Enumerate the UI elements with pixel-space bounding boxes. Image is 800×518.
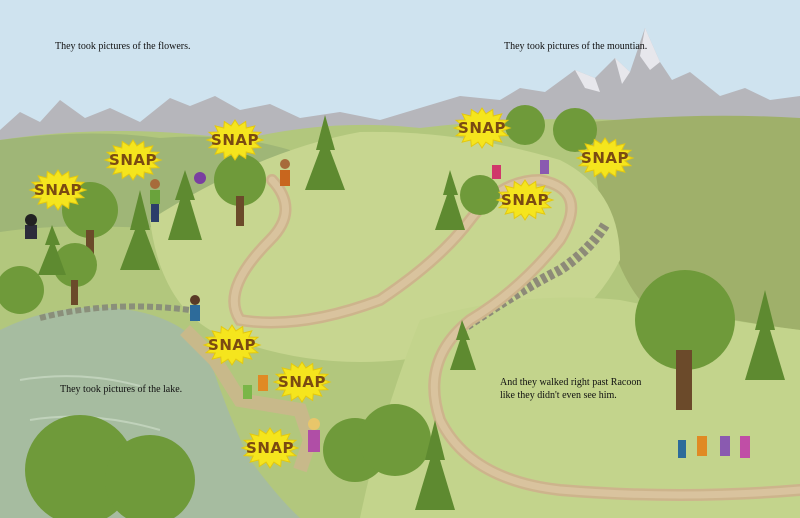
stone-wall: [457, 222, 610, 335]
trees: [0, 105, 785, 518]
snap-burst: [452, 107, 512, 149]
caption-racoon-line2: like they didn't even see him.: [500, 390, 617, 401]
snap-label: SNAP: [109, 151, 157, 169]
snap-label: SNAP: [208, 336, 256, 354]
snap-burst: [202, 324, 262, 366]
snap-burst: [495, 179, 555, 221]
snap-burst: [272, 361, 332, 403]
caption-racoon: And they walked right past Racoon like t…: [500, 376, 641, 402]
snow-peaks: [575, 28, 660, 92]
caption-flowers: They took pictures of the flowers.: [55, 41, 191, 52]
snap-burst: [28, 169, 88, 211]
snap-label: SNAP: [34, 181, 82, 199]
photographers: [25, 159, 750, 458]
caption-racoon-line1: And they walked right past Racoon: [500, 377, 642, 388]
snap-bursts: SNAP SNAP SNAP SNAP SNAP SNAP SNAP SNAP SNAP: [28, 107, 635, 469]
snap-label: SNAP: [211, 131, 259, 149]
caption-mountain: They took pictures of the mountian.: [504, 41, 648, 52]
snap-label: SNAP: [581, 149, 629, 167]
snap-burst: [103, 139, 163, 181]
snap-label: SNAP: [458, 119, 506, 137]
right-forest-hill: [590, 115, 800, 330]
snap-label: SNAP: [278, 373, 326, 391]
caption-lake: They took pictures of the lake.: [60, 384, 183, 395]
snap-burst: [205, 119, 265, 161]
snap-label: SNAP: [501, 191, 549, 209]
snap-burst: [240, 427, 300, 469]
snap-label: SNAP: [246, 439, 294, 457]
snap-burst: [575, 137, 635, 179]
